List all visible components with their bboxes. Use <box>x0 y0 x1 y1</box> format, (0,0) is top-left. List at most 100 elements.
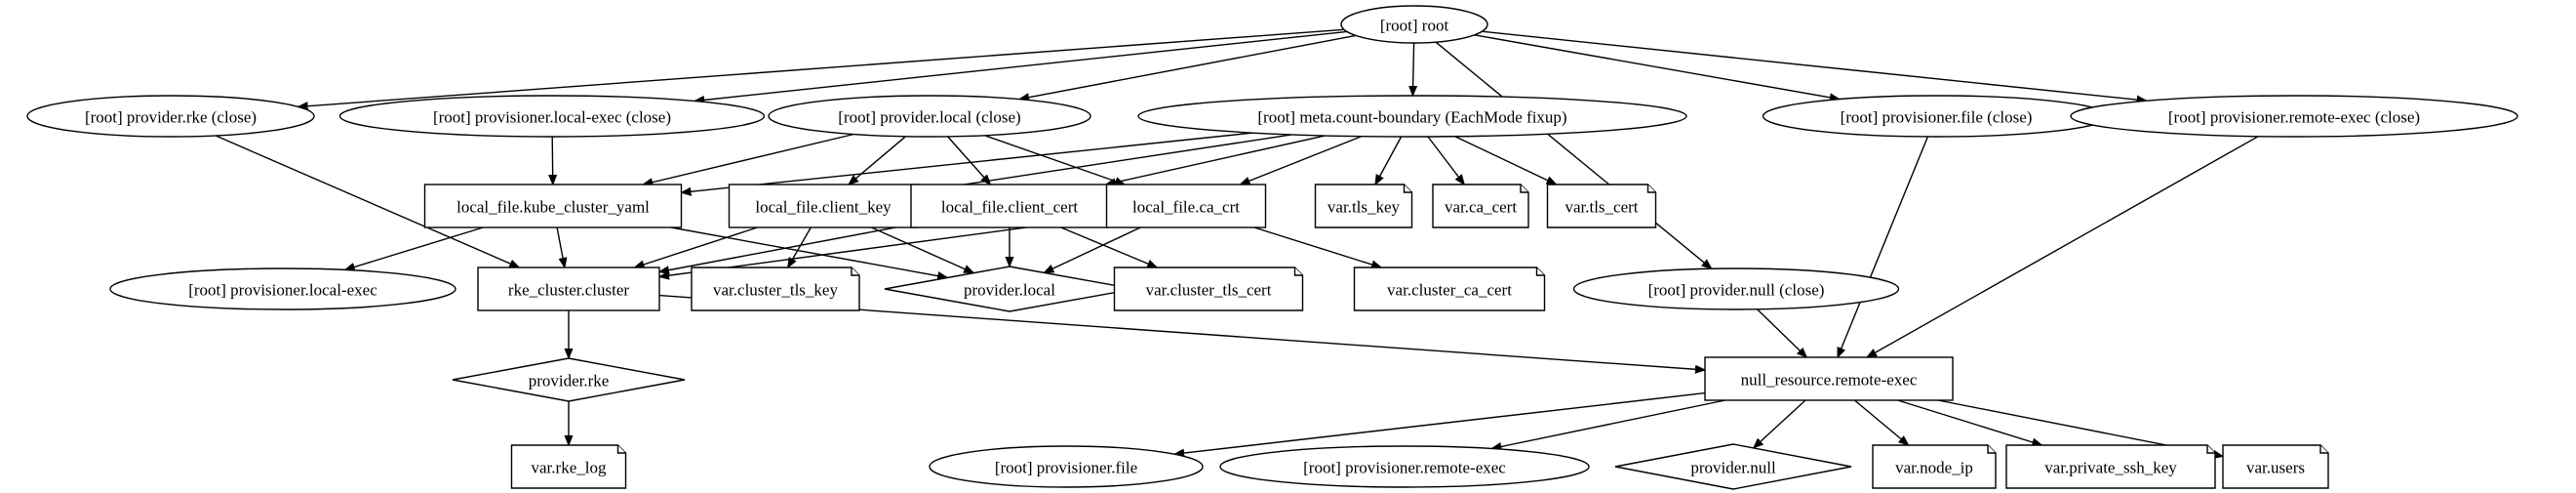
edge-meta_count-to-lf_ca_crt <box>1241 135 1363 185</box>
box-shape <box>728 184 919 228</box>
note-shape <box>1546 184 1657 228</box>
box-shape <box>423 184 683 228</box>
node-var-tls-key: var.tls_key <box>1314 184 1413 228</box>
edge-meta_count-to-lf_client_cert <box>1106 135 1326 185</box>
edge-lf_kube-to-rke_cluster <box>556 226 565 267</box>
node-label: var.cluster_tls_cert <box>1146 281 1272 300</box>
node-var-ca-cert: var.ca_cert <box>1432 184 1529 228</box>
ellipse-shape <box>1137 95 1687 138</box>
edge-root-to-prov_rke_close <box>298 28 1345 106</box>
edge-provis_remote_close-to-null_remote <box>1867 136 2259 357</box>
node-label: [root] provider.rke (close) <box>85 108 257 127</box>
node-prov-rke-close: [root] provider.rke (close) <box>26 95 315 138</box>
box-shape <box>477 267 660 311</box>
node-label: var.users <box>2246 459 2305 477</box>
edge-null_remote-to-var_private_ssh_key <box>1897 399 2042 445</box>
node-provis-remote: [root] provisioner.remote-exec <box>1219 445 1590 488</box>
edge-lf_client_key-to-rke_cluster <box>635 226 758 267</box>
note-shape <box>510 444 627 489</box>
node-provis-localexec-close: [root] provisioner.local-exec (close) <box>338 95 766 138</box>
edge-lf_client_key-to-provider_local <box>871 226 973 274</box>
node-var-cluster-tls-cert: var.cluster_tls_cert <box>1113 267 1304 311</box>
edge-lf_kube-to-provider_local <box>670 226 947 277</box>
node-provis-file-close: [root] provisioner.file (close) <box>1762 95 2111 138</box>
nodes-layer: [root] root [root] provider.rke (close) [r… <box>26 5 2518 490</box>
node-label: [root] provisioner.file <box>995 459 1137 477</box>
node-var-rke-log: var.rke_log <box>510 444 627 489</box>
node-lf-kube: local_file.kube_cluster_yaml <box>423 184 683 228</box>
edge-lf_client_cert-to-rke_cluster <box>659 224 912 272</box>
node-provider-local: provider.local <box>884 266 1135 312</box>
node-label: var.node_ip <box>1895 459 1973 477</box>
ellipse-shape <box>26 95 315 138</box>
box-shape <box>1704 356 1954 401</box>
node-label: var.rke_log <box>532 459 607 477</box>
ellipse-shape <box>929 445 1204 488</box>
edge-null_remote-to-provis_remote <box>1491 399 1725 449</box>
node-label: provider.null <box>1690 459 1776 477</box>
node-label: null_resource.remote-exec <box>1741 371 1918 390</box>
node-label: var.tls_cert <box>1565 198 1638 217</box>
edge-meta_count-to-lf_client_key <box>918 134 1292 191</box>
edge-root-to-meta_count <box>1412 42 1413 96</box>
box-shape <box>910 184 1109 228</box>
node-provider-rke: provider.rke <box>452 357 686 402</box>
note-fold-corner <box>851 267 859 276</box>
edge-lf_ca_crt-to-provider_local <box>1044 226 1141 274</box>
edge-lf_client_key-to-var_cluster_tls_key <box>788 226 812 267</box>
node-label: provider.rke <box>529 372 610 390</box>
note-fold-corner <box>2206 445 2215 454</box>
edge-lf_client_cert-to-var_cluster_tls_cert <box>1060 226 1157 268</box>
note-fold-corner <box>616 445 626 454</box>
diamond-shape <box>452 357 686 402</box>
edge-prov_rke_close-to-rke_cluster <box>215 135 519 268</box>
edge-provis_file_close-to-null_remote <box>1837 136 1929 357</box>
diamond-shape <box>884 266 1135 312</box>
note-shape <box>2005 444 2216 489</box>
node-label: [root] provisioner.local-exec (close) <box>433 108 671 127</box>
note-fold-corner <box>1987 445 1996 454</box>
node-prov-local-close: [root] provider.local (close) <box>768 95 1091 138</box>
node-lf-client-key: local_file.client_key <box>728 184 919 228</box>
note-shape <box>1872 444 1997 489</box>
node-var-cluster-ca-cert: var.cluster_ca_cert <box>1353 267 1546 311</box>
node-provis-file: [root] provisioner.file <box>929 445 1204 488</box>
box-shape <box>1105 184 1267 228</box>
node-label: rke_cluster.cluster <box>508 281 629 300</box>
node-label: [root] provisioner.remote-exec <box>1303 459 1506 477</box>
edge-null_remote-to-provider_null <box>1754 399 1806 448</box>
node-var-users: var.users <box>2222 444 2329 489</box>
node-lf-ca-crt: local_file.ca_crt <box>1105 184 1267 228</box>
note-shape <box>2222 444 2329 489</box>
note-shape <box>1113 267 1304 311</box>
node-label: var.cluster_ca_cert <box>1387 281 1512 300</box>
node-var-cluster-tls-key: var.cluster_tls_key <box>691 267 860 311</box>
node-var-tls-cert: var.tls_cert <box>1546 184 1657 228</box>
edge-prov_local_close-to-lf_client_key <box>849 136 906 185</box>
edge-root-to-provis_file_close <box>1474 34 1840 100</box>
edge-prov_local_close-to-lf_client_cert <box>947 136 991 185</box>
node-prov-null-close: [root] provider.null (close) <box>1572 267 1900 310</box>
node-label: var.cluster_tls_key <box>713 281 838 300</box>
ellipse-shape <box>768 95 1091 138</box>
node-label: [root] provisioner.file (close) <box>1841 108 2033 127</box>
note-fold-corner <box>1403 185 1412 193</box>
node-meta-count: [root] meta.count-boundary (EachMode fix… <box>1137 95 1687 138</box>
node-label: [root] root <box>1380 17 1449 35</box>
note-shape <box>1432 184 1529 228</box>
node-provis-localexec: [root] provisioner.local-exec <box>109 267 456 310</box>
edge-meta_count-to-var_tls_key <box>1375 136 1403 185</box>
node-label: local_file.kube_cluster_yaml <box>456 198 650 217</box>
note-shape <box>691 267 860 311</box>
node-root: [root] root <box>1340 5 1488 44</box>
edge-root-to-prov_null_close <box>1435 41 1712 268</box>
node-lf-client-cert: local_file.client_cert <box>910 184 1109 228</box>
note-fold-corner <box>1293 267 1303 276</box>
node-label: local_file.client_cert <box>941 198 1078 217</box>
edge-prov_local_close-to-lf_kube <box>643 133 854 185</box>
node-label: local_file.ca_crt <box>1132 198 1240 217</box>
ellipse-shape <box>338 95 766 138</box>
ellipse-shape <box>1340 5 1488 44</box>
node-label: var.tls_key <box>1328 198 1401 217</box>
node-label: [root] meta.count-boundary (EachMode fix… <box>1257 108 1566 127</box>
